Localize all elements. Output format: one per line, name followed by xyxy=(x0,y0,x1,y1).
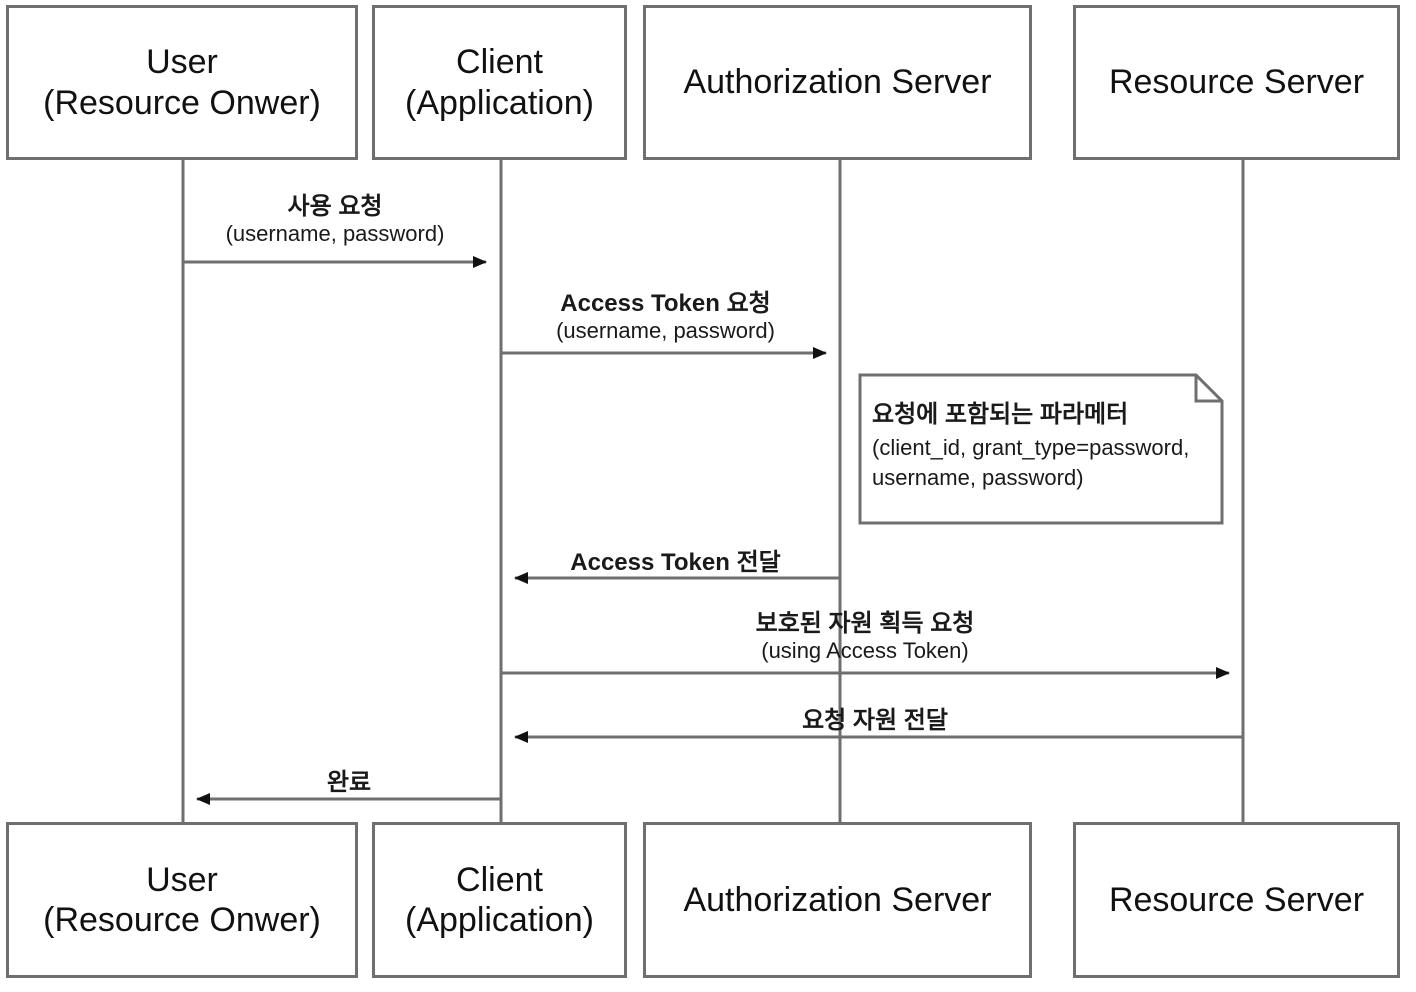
participant-label-line1: Resource Server xyxy=(1108,63,1365,102)
participant-box-resource-server-top[interactable]: Resource Server xyxy=(1073,5,1400,160)
message-label-2-line1: Access Token 요청 xyxy=(560,290,771,317)
message-arrows xyxy=(183,256,1243,805)
message-label-2-line2: (username, password) xyxy=(556,318,775,344)
message-label-4-line2: (using Access Token) xyxy=(761,638,969,664)
participant-box-authorization-server-bottom[interactable]: Authorization Server xyxy=(643,822,1032,978)
message-label-3-line1: Access Token 전달 xyxy=(570,549,781,576)
lifelines xyxy=(181,160,1245,824)
note-line-2: (client_id, grant_type=password, xyxy=(872,435,1190,461)
message-label-4: 보호된 자원 획득 요청 (using Access Token) xyxy=(501,609,1229,665)
message-label-2: Access Token 요청 (username, password) xyxy=(501,289,830,345)
participant-label-line2: (Application) xyxy=(405,901,594,939)
participant-label-line1: Authorization Server xyxy=(683,880,992,919)
participant-label-line1: Client xyxy=(456,860,543,899)
note-parameters: 요청에 포함되는 파라메터 (client_id, grant_type=pas… xyxy=(872,398,1212,494)
participant-label-line2: (Application) xyxy=(405,83,594,122)
message-label-6-line1: 완료 xyxy=(326,769,372,796)
message-label-1-line2: (username, password) xyxy=(225,221,445,247)
participant-box-resource-server-bottom[interactable]: Resource Server xyxy=(1073,822,1400,978)
message-label-3: Access Token 전달 xyxy=(511,548,840,577)
participant-label-line1: Authorization Server xyxy=(683,63,992,102)
participant-box-client-top[interactable]: Client (Application) xyxy=(372,5,627,160)
message-label-1: 사용 요청 (username, password) xyxy=(183,192,487,248)
participant-box-authorization-server-top[interactable]: Authorization Server xyxy=(643,5,1032,160)
note-line-1: 요청에 포함되는 파라메터 xyxy=(872,401,1129,428)
participant-label-line1: User xyxy=(146,43,218,82)
note-shape xyxy=(858,373,1224,525)
message-label-6: 완료 xyxy=(197,768,501,797)
participant-label-line1: Client xyxy=(456,43,543,82)
participant-label-line2: (Resource Onwer) xyxy=(43,83,321,122)
message-label-1-line1: 사용 요청 xyxy=(287,193,383,220)
participant-box-client-bottom[interactable]: Client (Application) xyxy=(372,822,627,978)
note-line-3: username, password) xyxy=(872,465,1084,491)
message-label-5: 요청 자원 전달 xyxy=(511,706,1239,735)
participant-label-line1: User xyxy=(146,860,218,899)
message-label-5-line1: 요청 자원 전달 xyxy=(802,707,948,734)
participant-box-user-bottom[interactable]: User (Resource Onwer) xyxy=(6,822,358,978)
message-label-4-line1: 보호된 자원 획득 요청 xyxy=(755,610,975,637)
participant-label-line1: Resource Server xyxy=(1108,880,1365,919)
participant-label-line2: (Resource Onwer) xyxy=(43,901,321,939)
participant-box-user-top[interactable]: User (Resource Onwer) xyxy=(6,5,358,160)
